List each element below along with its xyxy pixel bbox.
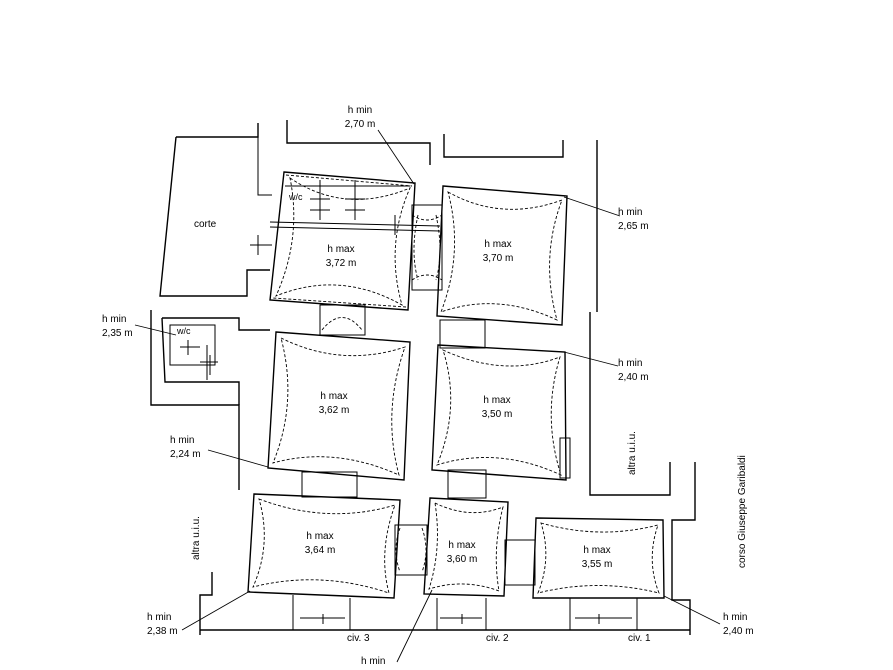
room-1-hmax: h max [327, 244, 354, 255]
room-5-hmax: h max [306, 531, 333, 542]
hmin-right2-value: 2,40 m [618, 372, 649, 383]
room-5 [247, 493, 401, 599]
altra-ui-right-label: altra u.i.u. [627, 431, 638, 475]
context-walls [150, 120, 696, 635]
room-2-hmax-value: 3,70 m [483, 253, 514, 264]
hmin-left2-value: 2,24 m [170, 449, 201, 460]
room-2 [436, 185, 568, 326]
room-6 [423, 497, 509, 597]
hmin-right2: h min [618, 358, 642, 369]
hmin-right1-value: 2,65 m [618, 221, 649, 232]
hmin-top: h min [348, 105, 372, 116]
hmin-top-value: 2,70 m [345, 119, 376, 130]
hmin-right1: h min [618, 207, 642, 218]
hmin-bottomleft-value: 2,38 m [147, 626, 178, 637]
room-4-hmax: h max [483, 395, 510, 406]
room-5-hmax-value: 3,64 m [305, 545, 336, 556]
room-7-hmax-value: 3,55 m [582, 559, 613, 570]
room-4 [431, 344, 567, 481]
room-7-hmax: h max [583, 545, 610, 556]
leader-lines [134, 129, 721, 663]
corte-label: corte [194, 219, 217, 230]
hmin-bottomcenter: h min [361, 656, 385, 667]
corso-label: corso Giuseppe Garibaldi [737, 455, 748, 568]
room-6-hmax-value: 3,60 m [447, 554, 478, 565]
room-6-hmax: h max [448, 540, 475, 551]
wc-left-block [161, 317, 270, 405]
hmin-bottomright: h min [723, 612, 747, 623]
civ1-label: civ. 1 [628, 633, 651, 644]
hmin-bottomleft: h min [147, 612, 171, 623]
altra-ui-left-label: altra u.i.u. [191, 516, 202, 560]
hmin-left1: h min [102, 314, 126, 325]
hmin-left2: h min [170, 435, 194, 446]
civ2-label: civ. 2 [486, 633, 509, 644]
wc-upper-label: w/c [288, 192, 303, 202]
room-3-hmax: h max [320, 391, 347, 402]
hmin-left1-value: 2,35 m [102, 328, 133, 339]
hmin-bottomright-value: 2,40 m [723, 626, 754, 637]
room-3-hmax-value: 3,62 m [319, 405, 350, 416]
room-1 [269, 171, 416, 311]
room-3 [267, 331, 411, 481]
wc-left-label: w/c [176, 326, 191, 336]
room-7 [532, 517, 665, 599]
room-1-hmax-value: 3,72 m [326, 258, 357, 269]
civ3-label: civ. 3 [347, 633, 370, 644]
room-4-hmax-value: 3,50 m [482, 409, 513, 420]
room-2-hmax: h max [484, 239, 511, 250]
